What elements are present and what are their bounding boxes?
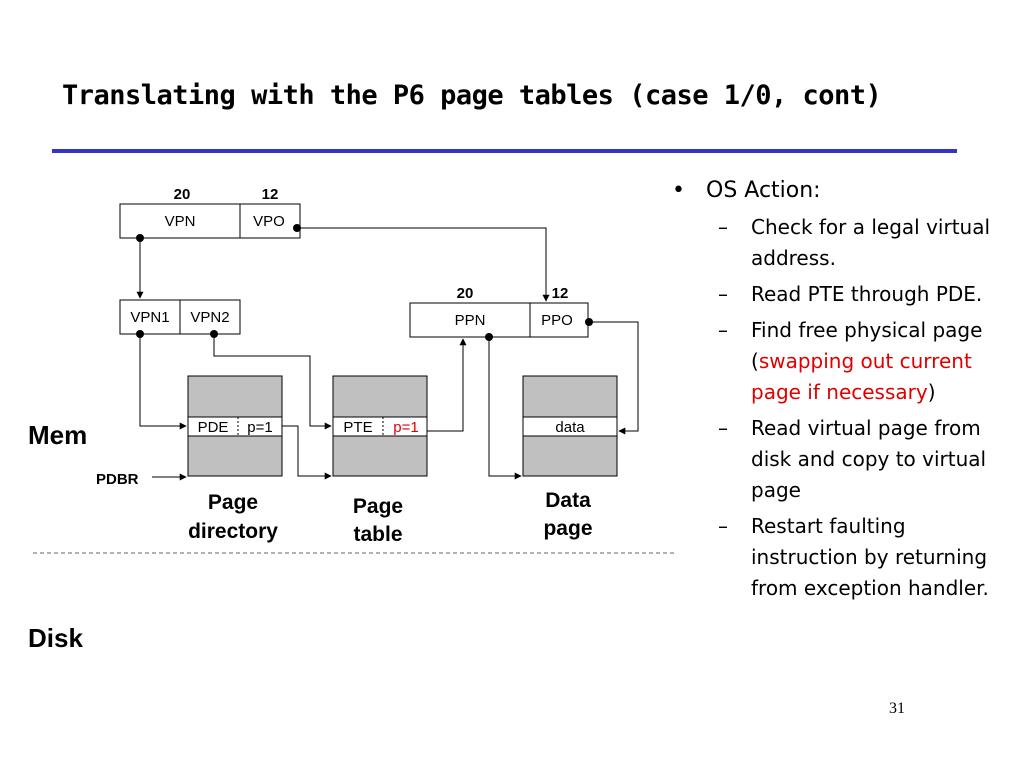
list-item: –Check for a legal virtual address. [718, 212, 1002, 274]
step-text-after: ) [927, 380, 936, 404]
dash-marker: – [718, 318, 728, 342]
mem-label: Mem [28, 420, 87, 450]
pa-bits-low: 12 [552, 285, 569, 302]
pde-flag: p=1 [247, 419, 272, 436]
step-text: Check for a legal virtual address. [751, 215, 991, 270]
pte-label: PTE [343, 419, 372, 436]
va-vpo-label: VPO [253, 213, 285, 230]
pdbr-label: PDBR [96, 471, 139, 488]
arrow-ppn-to-data-page [488, 337, 522, 480]
pde-label: PDE [198, 419, 229, 436]
va-vpo-box [239, 203, 301, 239]
page-table-label-2: table [353, 523, 402, 546]
data-entry-label: data [555, 419, 585, 436]
slide-title: Translating with the P6 page tables (cas… [62, 80, 882, 111]
va-vpn-label: VPN [165, 213, 196, 230]
pte-flag: p=1 [393, 419, 418, 436]
os-action-list: • OS Action: –Check for a legal virtual … [672, 176, 1002, 609]
page-table-label-1: Page [353, 495, 403, 518]
pa-bits-high: 20 [457, 285, 474, 302]
data-page-label-1: Data [545, 489, 591, 512]
pte-entry [332, 416, 428, 437]
list-item: –Read PTE through PDE. [718, 279, 1002, 310]
step-text: Read PTE through PDE. [751, 282, 983, 306]
step-text-before: Find free physical page ( [751, 318, 983, 373]
list-item: –Restart faulting instruction by returni… [718, 511, 1002, 604]
arrow-vpn2-to-pte [213, 334, 332, 430]
bullet-marker: • [672, 178, 685, 203]
os-action-steps: –Check for a legal virtual address. –Rea… [672, 212, 1002, 604]
disk-label: Disk [28, 623, 83, 653]
step-text: Restart faulting instruction by returnin… [751, 514, 989, 600]
vpn2-box [179, 299, 241, 335]
list-item: –Read virtual page from disk and copy to… [718, 413, 1002, 506]
arrow-pde-to-page-table [282, 425, 332, 480]
va-bits-low: 12 [262, 186, 279, 203]
arrow-vpn1-to-pde [139, 334, 187, 430]
title-underline [52, 149, 957, 153]
pa-ppo-box [529, 302, 589, 338]
page-directory-label-1: Page [208, 491, 258, 514]
step-text-highlight: swapping out current page if necessary [751, 349, 972, 404]
page-number: 31 [889, 700, 905, 717]
step-text: Read virtual page from disk and copy to … [751, 416, 987, 502]
dash-marker: – [718, 514, 728, 538]
vpn1-label: VPN1 [130, 309, 169, 326]
dash-marker: – [718, 282, 728, 306]
va-bits-high: 20 [174, 186, 191, 203]
data-entry [522, 416, 618, 437]
os-action-heading: OS Action: [706, 178, 821, 203]
dash-marker: – [718, 215, 728, 239]
list-item: –Find free physical page (swapping out c… [718, 315, 1002, 408]
arrow-vpo-to-ppo [297, 227, 550, 302]
vpn2-label: VPN2 [190, 309, 229, 326]
vpn1-box [119, 299, 181, 335]
dash-marker: – [718, 416, 728, 440]
arrow-pte-to-ppn [427, 338, 467, 432]
pa-ppn-box [409, 302, 531, 338]
page-directory-label-2: directory [188, 520, 278, 543]
arrow-ppo-to-data [589, 321, 639, 435]
pa-ppo-label: PPO [541, 312, 573, 329]
va-vpn-box [119, 203, 241, 239]
pa-ppn-label: PPN [455, 312, 486, 329]
data-page-label-2: page [543, 517, 592, 540]
os-action-heading-row: • OS Action: [672, 176, 1002, 206]
page-table-diagram: 20 12 VPN VPO VPN1 VPN2 20 12 PPN PPO PD… [28, 186, 675, 653]
